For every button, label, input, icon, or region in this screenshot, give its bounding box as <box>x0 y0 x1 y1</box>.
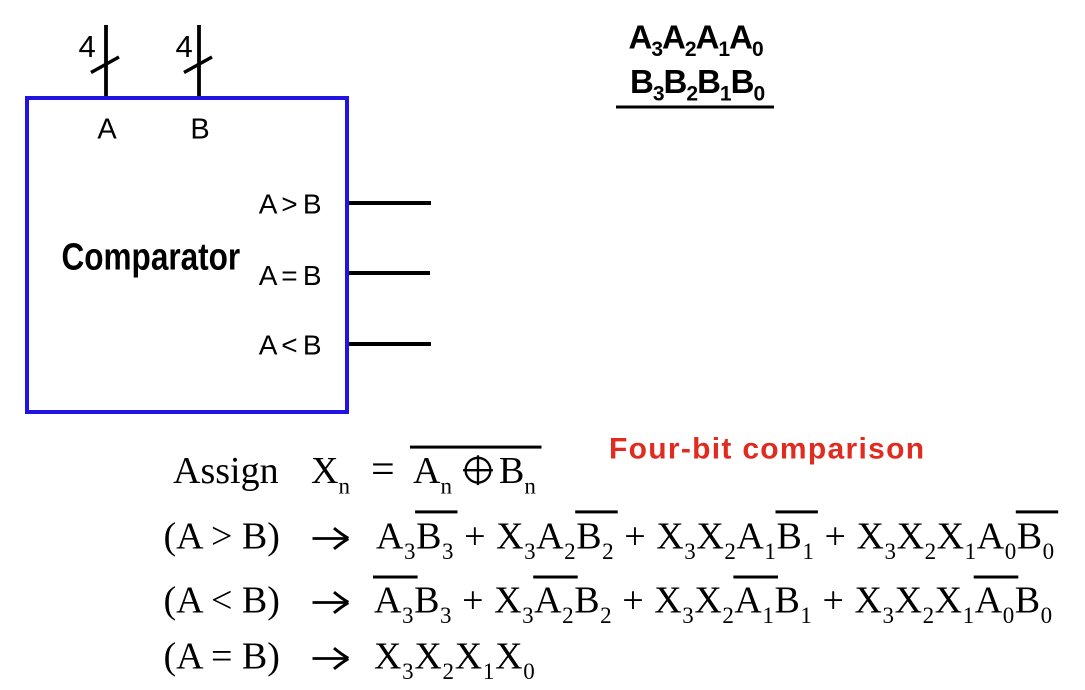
svg-text:4: 4 <box>176 29 193 64</box>
svg-text:A < B: A < B <box>259 330 322 361</box>
svg-text:A3A2A1A0: A3A2A1A0 <box>629 18 763 61</box>
svg-text:(A = B): (A = B) <box>164 636 280 678</box>
svg-text:(A < B): (A < B) <box>164 580 280 622</box>
svg-text:4: 4 <box>79 29 96 64</box>
svg-text:A3B3 + X3A2B2 + X3X2A1B1 + X3X: A3B3 + X3A2B2 + X3X2A1B1 + X3X2X1A0B0 <box>376 516 1055 565</box>
svg-text:Four-bit comparison: Four-bit comparison <box>609 433 925 466</box>
svg-text:X3X2X1X0: X3X2X1X0 <box>374 636 535 685</box>
svg-text:B3B2B1B0: B3B2B1B0 <box>630 63 764 106</box>
svg-text:A > B: A > B <box>259 189 322 220</box>
svg-text:Assign: Assign <box>173 450 279 492</box>
svg-text:A3B3 + X3A2B2 + X3X2A1B1 + X3X: A3B3 + X3A2B2 + X3X2A1B1 + X3X2X1A0B0 <box>374 580 1053 629</box>
svg-text:A: A <box>97 114 117 146</box>
svg-text:B: B <box>190 114 209 146</box>
svg-text:=: = <box>371 447 395 493</box>
svg-text:A = B: A = B <box>259 260 322 291</box>
svg-text:(A > B): (A > B) <box>164 516 280 558</box>
svg-text:Comparator: Comparator <box>62 236 241 278</box>
